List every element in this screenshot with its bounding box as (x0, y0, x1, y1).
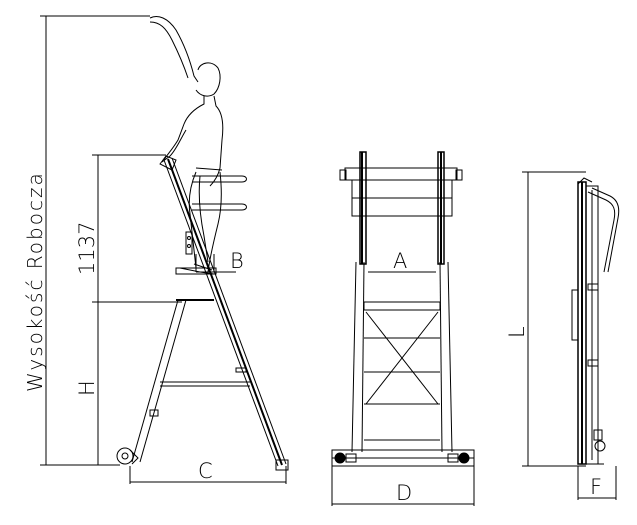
dimension-1137 (92, 154, 182, 303)
front-lower-frame (351, 261, 453, 453)
front-base (331, 449, 475, 467)
front-upper-posts (359, 151, 445, 265)
dimension-d (331, 466, 475, 506)
front-rail (159, 155, 289, 471)
dimension-b (195, 254, 236, 273)
working-height-dimension (40, 15, 150, 466)
folded-view (522, 171, 620, 500)
dimension-f-label: F (590, 475, 602, 499)
dimension-d-label: D (396, 481, 412, 505)
dimension-l (522, 171, 586, 467)
dimension-c (129, 466, 287, 484)
dimension-l-label: L (505, 326, 529, 338)
dimension-f (577, 466, 617, 500)
side-view (40, 15, 289, 484)
front-view (331, 151, 475, 506)
folded-ladder-body (571, 177, 620, 465)
dimension-b-label: B (230, 249, 244, 273)
working-height-label: Wysokość Robocza (23, 171, 47, 392)
guard-rails (192, 175, 247, 211)
dimension-c-label: C (198, 459, 213, 483)
dimension-h-label: H (75, 380, 99, 396)
front-top-frame (339, 167, 463, 217)
dimension-1137-label: 1137 (75, 222, 99, 275)
dimension-a-label: A (393, 249, 407, 273)
